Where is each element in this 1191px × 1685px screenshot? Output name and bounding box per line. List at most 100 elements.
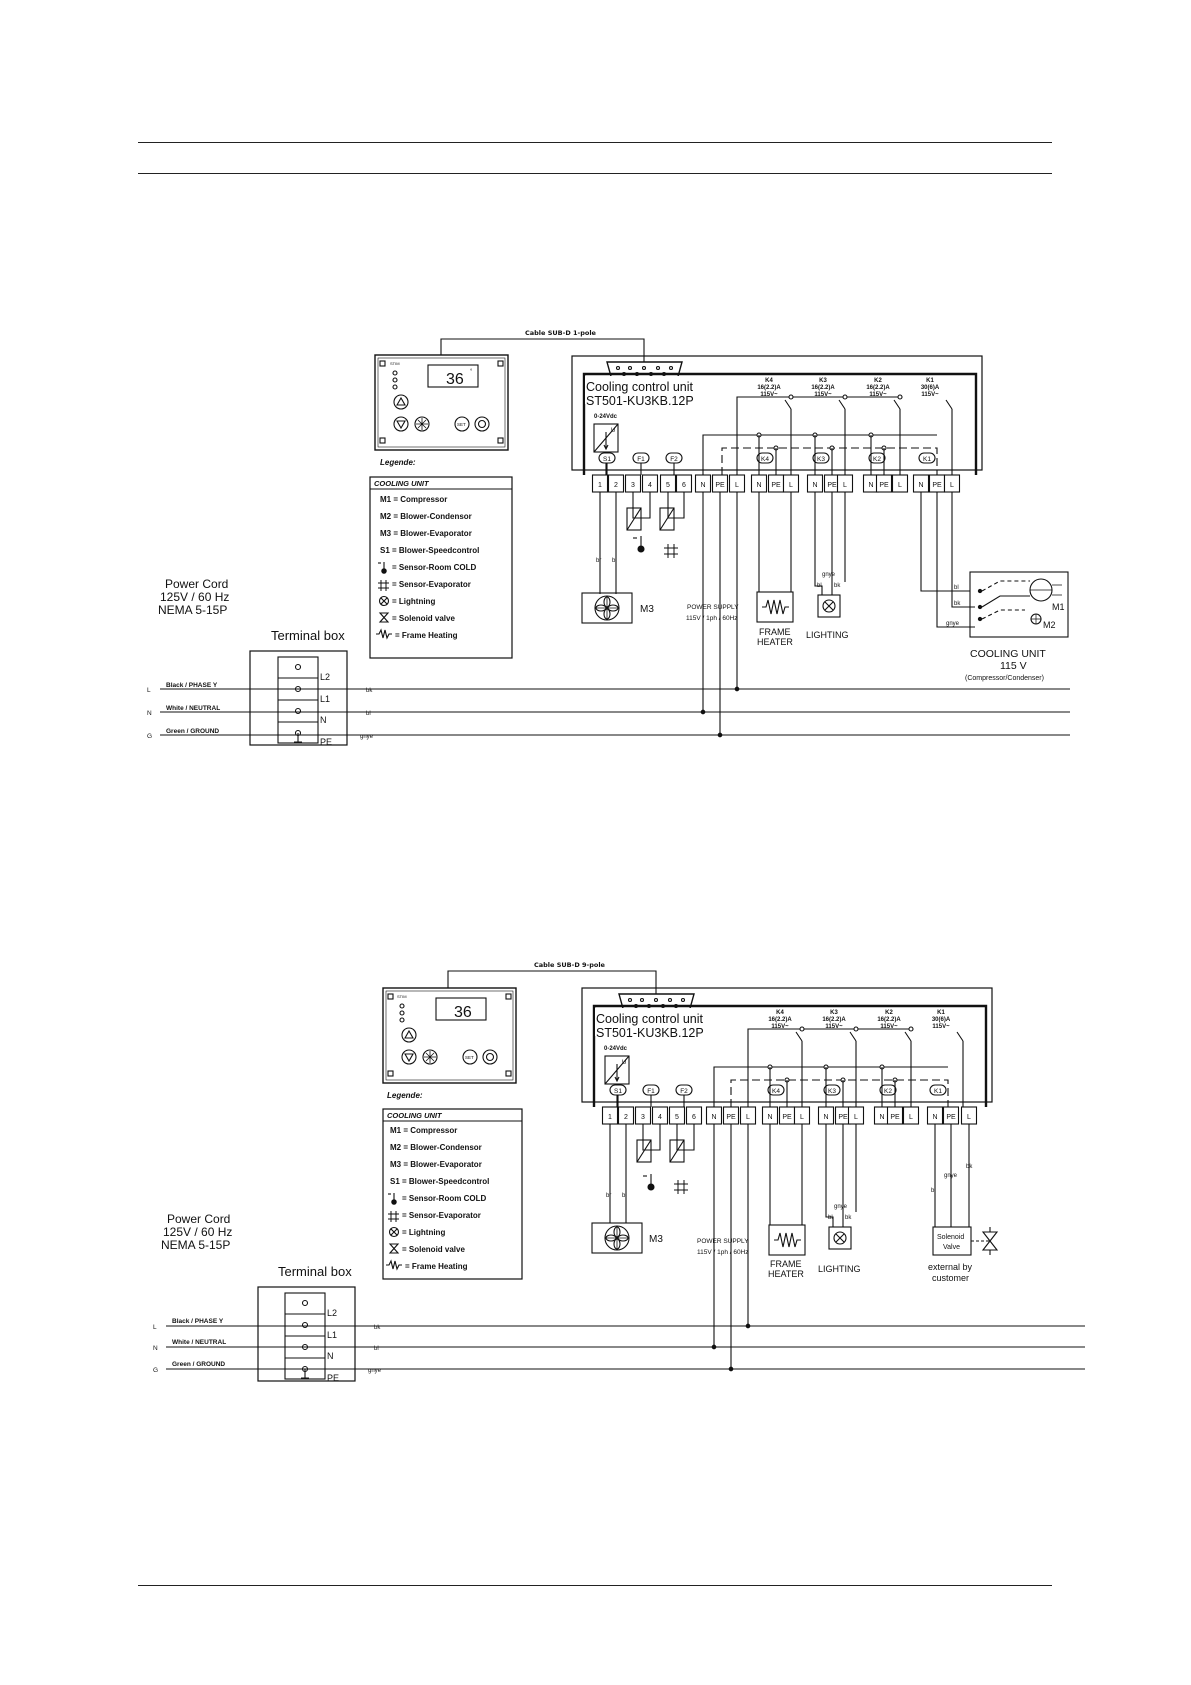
sensor-symbol: U [622, 1060, 626, 1066]
relay-voltage: 115V~ [921, 392, 939, 398]
power-button-icon [482, 1049, 498, 1065]
lighting-label: LIGHTING [806, 630, 849, 640]
relay-rating: 16(2.2)A [822, 1017, 846, 1023]
m3-label: M3 [649, 1234, 663, 1245]
relay-tag-k4 [767, 1084, 785, 1096]
relay-tag-label: K2 [884, 1088, 892, 1095]
supply-spec: 115V / 1ph / 60Hz [697, 1249, 749, 1256]
terminal-label: L [735, 482, 739, 489]
light-wire-bk: bk [834, 583, 841, 589]
down-button-icon [401, 1049, 417, 1065]
relay-name: K2 [874, 378, 882, 384]
evap-sensor-icon [664, 544, 678, 558]
relay-voltage: 115V~ [771, 1024, 789, 1030]
terminal-label: L [789, 482, 793, 489]
relay-name: K3 [819, 378, 827, 384]
cu-wire-bk: bk [954, 601, 961, 607]
wire-label-br: br [606, 1193, 611, 1199]
line-label-phase: Black / PHASE Y [172, 1318, 224, 1325]
legend-item: = Solenoid valve [392, 614, 455, 623]
terminal-label: L [854, 1114, 858, 1121]
line-key-g: G [147, 733, 152, 740]
cooling-unit-title: COOLING UNIT [970, 648, 1046, 660]
m1-label: M1 [1052, 602, 1065, 612]
controller-panel: STIM 36 ° SET [374, 354, 509, 451]
terminal-label: PE [946, 1114, 956, 1121]
terminal-box: L2 L1 N PE [257, 1286, 356, 1383]
tag-label: F2 [680, 1088, 688, 1095]
terminal-box: L2 L1 N PE [249, 650, 348, 747]
lighting-lamp [817, 594, 841, 618]
up-button-icon [393, 394, 409, 410]
terminal-label: PE [890, 1114, 900, 1121]
relay-name: K2 [885, 1010, 893, 1016]
relay-rating: 16(2.2)A [757, 385, 781, 391]
control-unit-model: ST501-KU3KB.12P [586, 394, 694, 408]
display-value: 36 [454, 1004, 472, 1021]
slot-pe: PE [327, 1373, 339, 1383]
legend-item: M1 = Compressor [390, 1126, 457, 1135]
legend-header: COOLING UNIT [387, 1111, 443, 1120]
sensor-f1 [636, 1139, 652, 1163]
footer-rule [138, 1585, 1052, 1586]
heater-icon [386, 1259, 402, 1271]
control-unit-enclosure: Cooling control unit ST501-KU3KB.12P 0-2… [571, 355, 983, 475]
terminal-label: 3 [641, 1114, 645, 1121]
display-window [427, 364, 479, 388]
relay-rating: 16(2.2)A [866, 385, 890, 391]
valve-icon [981, 1231, 999, 1251]
relay-tag-label: K4 [761, 456, 769, 463]
svg-text:STIM: STIM [397, 994, 407, 999]
terminal-label: L [843, 482, 847, 489]
cooling-unit-sub: (Compressor/Condenser) [965, 675, 1044, 682]
solenoid-valve-icon [388, 1243, 400, 1254]
relay-tag-k3 [812, 452, 830, 464]
relay-tag-label: K1 [923, 456, 931, 463]
line-end-bk: bk [366, 688, 373, 694]
lighting-lamp [828, 1226, 852, 1250]
line-label-ground: Green / GROUND [172, 1361, 225, 1368]
frame-heater [756, 591, 794, 623]
line-label-phase: Black / PHASE Y [166, 682, 218, 689]
relay-name: K1 [926, 378, 934, 384]
terminal-box-title: Terminal box [271, 628, 345, 643]
legend-item: = Sensor-Room COLD [402, 1194, 486, 1203]
line-label-neutral: White / NEUTRAL [166, 705, 220, 712]
line-label-neutral: White / NEUTRAL [172, 1339, 226, 1346]
terminal-label: 4 [648, 482, 652, 489]
terminal-label: N [932, 1114, 937, 1121]
relay-voltage: 115V~ [760, 392, 778, 398]
cable-label: Cable SUB-D 9-pole [534, 961, 606, 969]
controller-panel: STIM 36 SET [382, 987, 517, 1084]
heater-label-2: HEATER [757, 637, 793, 647]
sv-wire-gnye: gnye [944, 1173, 958, 1179]
terminal-label: 1 [598, 482, 602, 489]
legend-item: M2 = Blower-Condensor [380, 512, 472, 521]
terminal-label: 3 [631, 482, 635, 489]
legend-title: Legende: [380, 458, 416, 467]
relay-tag-label: K3 [828, 1088, 836, 1095]
power-button-icon [474, 416, 490, 432]
terminal-label: N [767, 1114, 772, 1121]
wiring-diagram-1: Cable SUB-D 1-pole STIM 36 ° SET Legende… [147, 329, 1070, 747]
tag-label: F1 [647, 1088, 655, 1095]
sensor-symbol: U [611, 428, 615, 434]
terminal-label: PE [838, 1114, 848, 1121]
light-wire-gnye: gnye [834, 1204, 848, 1210]
terminal-label: PE [932, 482, 942, 489]
legend-item: S1 = Blower-Speedcontrol [380, 546, 479, 555]
terminal-label: PE [715, 482, 725, 489]
power-cord-plug: NEMA 5-15P [158, 603, 227, 617]
legend-item: = Solenoid valve [402, 1245, 465, 1254]
frame-heater [768, 1224, 806, 1256]
wire-label-bl: bl [612, 558, 617, 564]
line-end-gnye: gnye [368, 1368, 382, 1374]
terminal-label: N [918, 482, 923, 489]
tag-label: S1 [603, 456, 611, 463]
line-key-l: L [147, 687, 151, 694]
line-key-l: L [153, 1324, 157, 1331]
svg-text:STIM: STIM [390, 361, 400, 366]
relay-bus-wiring [713, 1026, 964, 1107]
sensor-voltage: 0-24Vdc [594, 414, 618, 420]
light-wire-bl: bl [828, 1215, 833, 1221]
